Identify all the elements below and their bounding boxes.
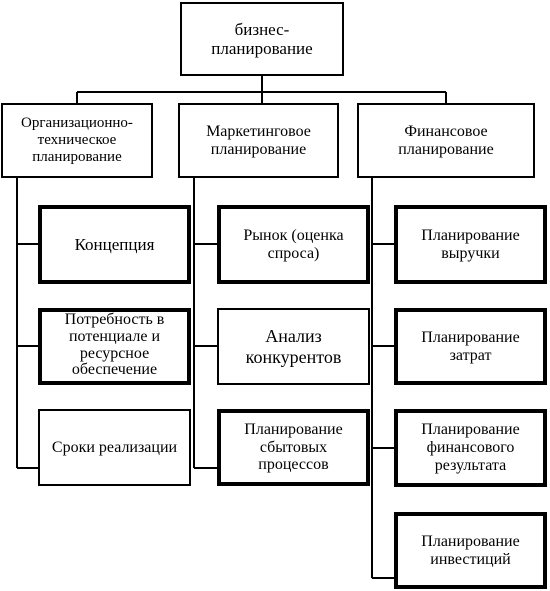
organizational-planning-node: Организационно- техническое планирование	[1, 103, 153, 178]
organizational-planning-label: Организационно- техническое планирование	[21, 115, 133, 165]
resource-needs-node: Потребность в потенциале и ресурсное обе…	[38, 308, 191, 385]
market-demand-label: Рынок (оценка спроса)	[243, 226, 344, 262]
sales-planning-node: Планирование сбытовых процессов	[217, 409, 370, 486]
marketing-planning-label: Маркетинговое планирование	[206, 122, 311, 158]
concept-label: Концепция	[74, 234, 155, 254]
cost-planning-label: Планирование затрат	[421, 328, 520, 364]
implementation-timeline-node: Сроки реализации	[38, 409, 191, 486]
financial-result-planning-label: Планирование финансового результата	[421, 421, 520, 474]
market-demand-node: Рынок (оценка спроса)	[217, 205, 370, 284]
cost-planning-node: Планирование затрат	[394, 308, 547, 385]
investment-planning-label: Планирование инвестиций	[421, 532, 520, 568]
financial-planning-label: Финансовое планирование	[398, 122, 494, 158]
implementation-timeline-label: Сроки реализации	[51, 438, 178, 456]
concept-node: Концепция	[38, 205, 191, 284]
root-node: бизнес- планирование	[180, 2, 344, 76]
root-node-label: бизнес- планирование	[211, 19, 313, 58]
competitor-analysis-node: Анализ конкурентов	[217, 308, 370, 385]
financial-result-planning-node: Планирование финансового результата	[394, 409, 547, 487]
revenue-planning-label: Планирование выручки	[421, 226, 520, 262]
resource-needs-label: Потребность в потенциале и ресурсное обе…	[64, 311, 165, 379]
investment-planning-node: Планирование инвестиций	[394, 512, 547, 589]
sales-planning-label: Планирование сбытовых процессов	[244, 420, 343, 474]
competitor-analysis-label: Анализ конкурентов	[245, 326, 342, 367]
marketing-planning-node: Маркетинговое планирование	[178, 103, 339, 178]
revenue-planning-node: Планирование выручки	[394, 205, 547, 284]
financial-planning-node: Финансовое планирование	[357, 103, 535, 178]
